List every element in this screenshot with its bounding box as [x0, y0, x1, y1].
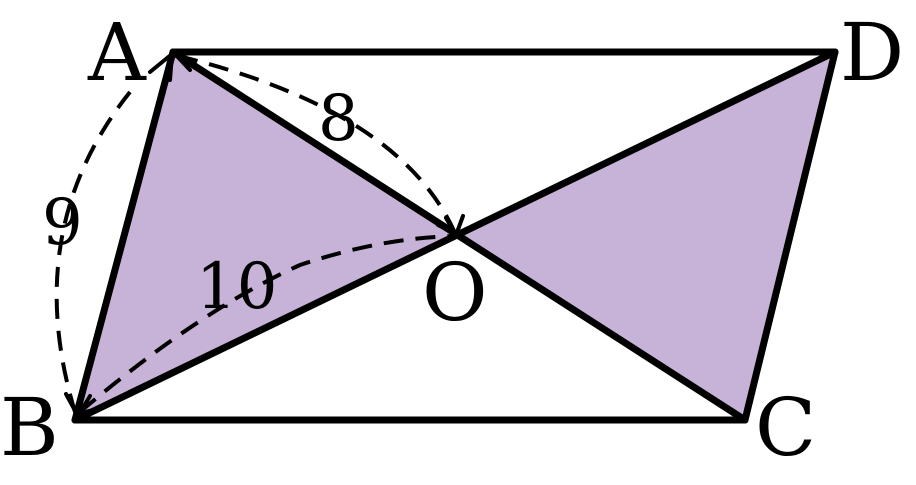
- arrowhead-ab-top: [148, 52, 174, 82]
- arrowhead-ab-bottom: [64, 392, 92, 418]
- vertex-label-d: D: [840, 6, 904, 99]
- dashed-arc-ao: [177, 54, 457, 234]
- measure-label-ab: 9: [42, 186, 83, 260]
- edge-ba: [71, 48, 177, 424]
- arrowhead-ao-top: [174, 50, 202, 72]
- edge-dc: [741, 48, 839, 424]
- shaded-triangle-cdo: [458, 52, 835, 420]
- vertex-label-a: A: [87, 6, 147, 99]
- shaded-triangle-abo: [75, 52, 458, 420]
- vertex-label-o: O: [422, 246, 488, 339]
- dashed-arc-bo: [78, 234, 456, 414]
- arrowhead-bo-right: [436, 223, 460, 247]
- vertex-label-c: C: [755, 381, 816, 474]
- measure-label-bo: 10: [196, 250, 277, 324]
- dashed-arc-ab: [54, 90, 132, 413]
- measure-label-ao: 8: [318, 82, 359, 156]
- vertex-label-b: B: [0, 381, 59, 474]
- arrowhead-bo-left: [76, 388, 102, 416]
